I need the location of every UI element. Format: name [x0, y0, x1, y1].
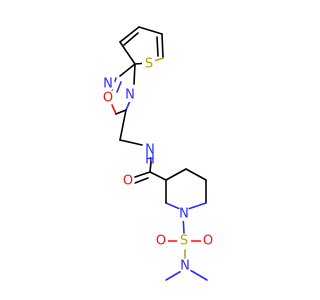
bond [134, 171, 151, 178]
atom-piperidine-n: N [179, 207, 189, 222]
thiophene-ring [119, 26, 164, 65]
bond [161, 33, 164, 59]
atom-carbonyl-o: O [123, 174, 133, 189]
bond [165, 168, 187, 181]
bond [149, 171, 167, 181]
bond [134, 177, 149, 184]
bond [149, 161, 152, 173]
atom-thiophene-s: S [145, 57, 153, 72]
bond [165, 269, 184, 281]
sulfonamide [165, 215, 208, 281]
atom-sulfonyl-o-right: O [203, 234, 213, 249]
atom-oxadiazole-n-top: N [103, 77, 113, 92]
bond [119, 63, 136, 77]
bond [119, 41, 136, 65]
bond [115, 109, 127, 115]
bond [165, 202, 181, 210]
atom-amide-h: H [145, 153, 155, 168]
bond [111, 104, 117, 115]
piperidine-ring [149, 168, 207, 210]
atom-dimethyl-n: N [180, 259, 190, 274]
bond [116, 81, 122, 93]
bond [133, 63, 136, 85]
bond [123, 32, 139, 46]
atom-sulfonyl-o-left: O [156, 234, 166, 249]
bond [189, 269, 208, 281]
bond [119, 139, 143, 146]
atom-sulfonyl-s: S [180, 234, 188, 249]
bond [185, 168, 207, 181]
bond [187, 202, 207, 210]
bond [138, 26, 163, 35]
bond [125, 100, 131, 111]
bond [119, 26, 140, 43]
atom-amide-n: N [145, 143, 155, 158]
bond [156, 36, 159, 57]
structure-canvas: S N O N N H O N S O O N [101, 26, 215, 281]
atom-oxadiazole-n-right: N [125, 88, 135, 103]
molecule-structure: S N O N N H O N S O O N [101, 26, 215, 281]
bond [119, 109, 127, 141]
amide-linker [119, 109, 152, 184]
atom-oxadiazole-o: O [103, 91, 113, 106]
